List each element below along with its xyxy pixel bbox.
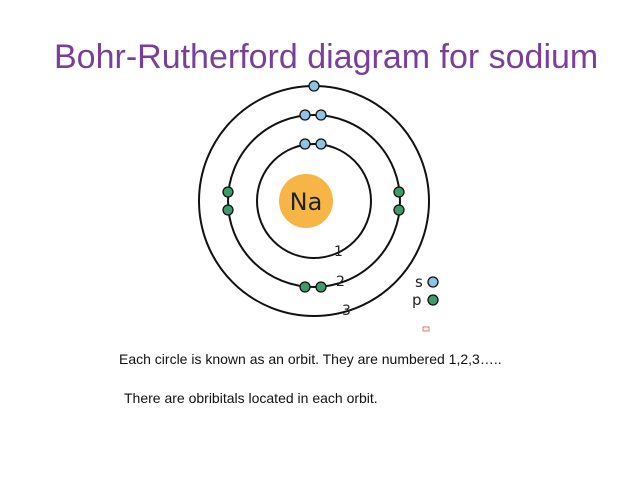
electron-p <box>222 204 234 216</box>
legend-s-swatch <box>427 276 439 288</box>
orbit-ring-2 <box>227 114 401 288</box>
electron-s <box>315 109 327 121</box>
nucleus <box>279 174 333 228</box>
electron-s <box>308 80 320 92</box>
orbit-ring-1 <box>256 143 372 259</box>
caption-orbits: Each circle is known as an orbit. They a… <box>119 351 502 367</box>
caption-orbitals: There are obribitals located in each orb… <box>124 390 378 406</box>
electron-p <box>315 281 327 293</box>
electron-s <box>315 138 327 150</box>
orbit-label-1: 1 <box>334 244 343 260</box>
legend-p-label: p <box>412 291 422 309</box>
electron-p <box>393 204 405 216</box>
orbit-label-2: 2 <box>336 274 345 290</box>
electron-s <box>299 109 311 121</box>
small-red-mark-icon <box>422 326 430 332</box>
electron-p <box>299 281 311 293</box>
legend-s-label: s <box>415 273 423 291</box>
page-title: Bohr-Rutherford diagram for sodium <box>54 38 599 76</box>
electron-s <box>299 138 311 150</box>
electron-p <box>222 186 234 198</box>
electron-p <box>393 186 405 198</box>
legend-p-swatch <box>427 294 439 306</box>
nucleus-symbol: Na <box>290 188 323 216</box>
orbit-label-3: 3 <box>342 303 351 319</box>
